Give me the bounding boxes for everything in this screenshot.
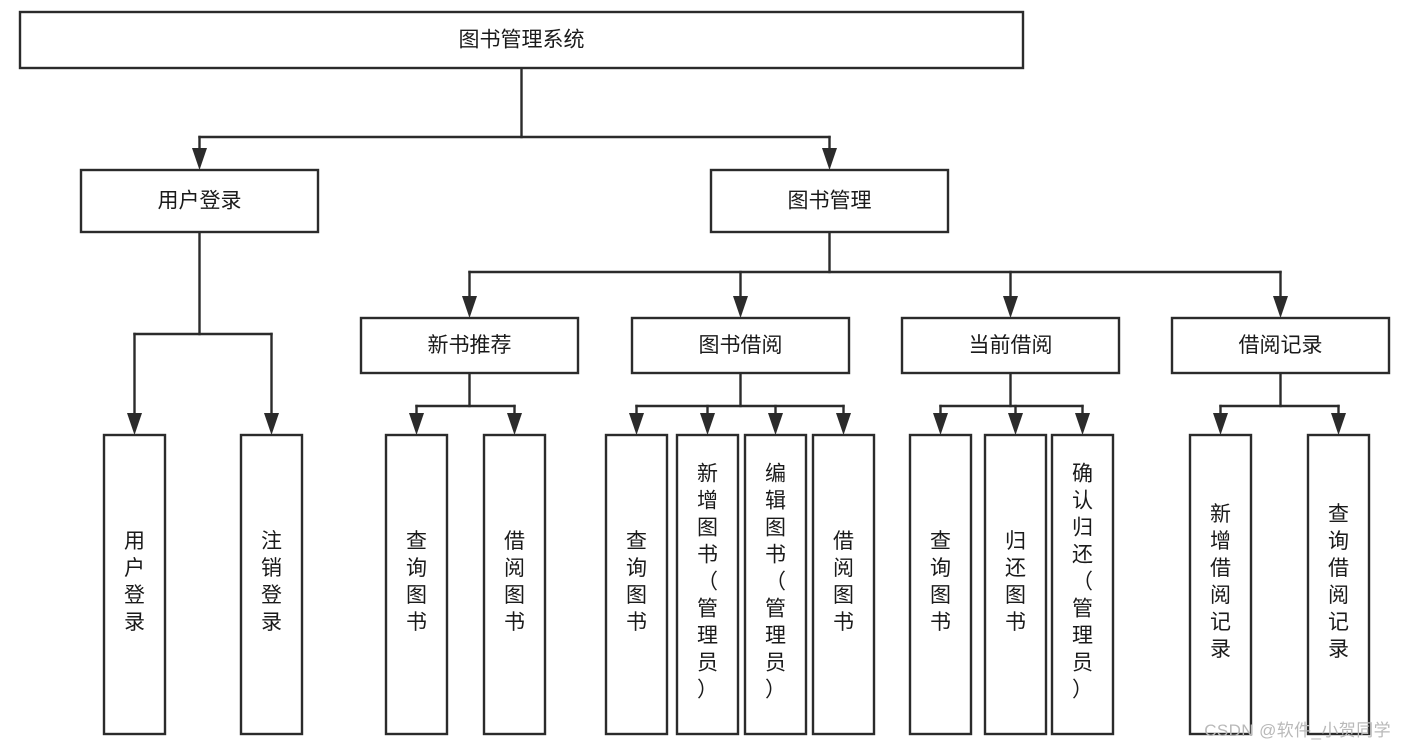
arrow-head-icon bbox=[700, 413, 715, 435]
node-label-leaf-query-record: 查询借阅记录 bbox=[1328, 503, 1349, 661]
node-box-current-borrow bbox=[900, 316, 1121, 375]
node-box-leaf-borrow-book-1 bbox=[482, 433, 547, 736]
arrow-head-icon bbox=[127, 413, 142, 435]
node-leaf-add-record[interactable]: 新增借阅记录 bbox=[1188, 433, 1253, 736]
node-box-leaf-query-record bbox=[1306, 433, 1371, 736]
nodes-layer: 图书管理系统用户登录图书管理新书推荐图书借阅当前借阅借阅记录用户登录注销登录查询… bbox=[18, 10, 1391, 736]
node-box-leaf-return-book bbox=[983, 433, 1048, 736]
connectors-layer bbox=[127, 66, 1346, 435]
arrow-head-icon bbox=[507, 413, 522, 435]
node-root[interactable]: 图书管理系统 bbox=[18, 10, 1025, 70]
node-leaf-query-book-1[interactable]: 查询图书 bbox=[384, 433, 449, 736]
node-leaf-query-book-3[interactable]: 查询图书 bbox=[908, 433, 973, 736]
node-label-current-borrow: 当前借阅 bbox=[969, 334, 1053, 357]
node-current-borrow[interactable]: 当前借阅 bbox=[900, 316, 1121, 375]
node-box-book-borrow bbox=[630, 316, 851, 375]
arrow-head-icon bbox=[1003, 296, 1018, 318]
node-leaf-query-book-2[interactable]: 查询图书 bbox=[604, 433, 669, 736]
node-label-new-book-recommend: 新书推荐 bbox=[428, 334, 512, 357]
node-leaf-edit-book[interactable]: 编辑图书（管理员） bbox=[743, 433, 808, 736]
node-box-leaf-user-login bbox=[102, 433, 167, 736]
node-label-leaf-query-book-3: 查询图书 bbox=[930, 530, 951, 634]
node-label-book-manage: 图书管理 bbox=[788, 190, 872, 213]
node-leaf-add-book[interactable]: 新增图书（管理员） bbox=[675, 433, 740, 736]
node-box-leaf-confirm-return bbox=[1050, 433, 1115, 736]
node-leaf-logout[interactable]: 注销登录 bbox=[239, 433, 304, 736]
arrow-head-icon bbox=[1008, 413, 1023, 435]
node-label-root: 图书管理系统 bbox=[459, 29, 585, 52]
arrow-head-icon bbox=[822, 148, 837, 170]
node-leaf-query-record[interactable]: 查询借阅记录 bbox=[1306, 433, 1371, 736]
node-label-leaf-query-book-2: 查询图书 bbox=[626, 530, 647, 634]
arrow-head-icon bbox=[409, 413, 424, 435]
arrow-head-icon bbox=[192, 148, 207, 170]
node-book-manage[interactable]: 图书管理 bbox=[709, 168, 950, 234]
arrow-head-icon bbox=[1331, 413, 1346, 435]
arrow-head-icon bbox=[462, 296, 477, 318]
node-label-leaf-borrow-book-2: 借阅图书 bbox=[833, 530, 854, 634]
arrow-head-icon bbox=[1213, 413, 1228, 435]
node-box-leaf-edit-book bbox=[743, 433, 808, 736]
node-box-user-login bbox=[79, 168, 320, 234]
node-box-leaf-add-record bbox=[1188, 433, 1253, 736]
arrow-head-icon bbox=[1273, 296, 1288, 318]
node-leaf-borrow-book-1[interactable]: 借阅图书 bbox=[482, 433, 547, 736]
node-label-leaf-edit-book: 编辑图书（管理员） bbox=[765, 463, 786, 702]
node-book-borrow[interactable]: 图书借阅 bbox=[630, 316, 851, 375]
node-label-user-login: 用户登录 bbox=[158, 190, 242, 213]
node-box-leaf-query-book-3 bbox=[908, 433, 973, 736]
arrow-head-icon bbox=[733, 296, 748, 318]
node-box-leaf-logout bbox=[239, 433, 304, 736]
node-label-leaf-query-book-1: 查询图书 bbox=[406, 530, 427, 634]
arrow-head-icon bbox=[768, 413, 783, 435]
node-borrow-record[interactable]: 借阅记录 bbox=[1170, 316, 1391, 375]
node-leaf-borrow-book-2[interactable]: 借阅图书 bbox=[811, 433, 876, 736]
node-leaf-user-login[interactable]: 用户登录 bbox=[102, 433, 167, 736]
node-label-leaf-add-book: 新增图书（管理员） bbox=[697, 463, 718, 702]
watermark-label: CSDN @软件_小贺同学 bbox=[1204, 721, 1391, 740]
node-box-leaf-borrow-book-2 bbox=[811, 433, 876, 736]
node-label-book-borrow: 图书借阅 bbox=[699, 334, 783, 357]
node-label-leaf-logout: 注销登录 bbox=[261, 530, 282, 634]
node-box-leaf-add-book bbox=[675, 433, 740, 736]
node-box-new-book-recommend bbox=[359, 316, 580, 375]
node-label-leaf-return-book: 归还图书 bbox=[1005, 530, 1026, 634]
node-box-leaf-query-book-1 bbox=[384, 433, 449, 736]
node-leaf-confirm-return[interactable]: 确认归还（管理员） bbox=[1050, 433, 1115, 736]
node-box-book-manage bbox=[709, 168, 950, 234]
node-label-leaf-borrow-book-1: 借阅图书 bbox=[504, 530, 525, 634]
arrow-head-icon bbox=[629, 413, 644, 435]
node-box-root bbox=[18, 10, 1025, 70]
node-user-login[interactable]: 用户登录 bbox=[79, 168, 320, 234]
arrow-head-icon bbox=[836, 413, 851, 435]
node-new-book-recommend[interactable]: 新书推荐 bbox=[359, 316, 580, 375]
arrow-head-icon bbox=[264, 413, 279, 435]
arrow-head-icon bbox=[933, 413, 948, 435]
node-label-leaf-add-record: 新增借阅记录 bbox=[1210, 503, 1231, 661]
node-box-borrow-record bbox=[1170, 316, 1391, 375]
node-label-borrow-record: 借阅记录 bbox=[1239, 334, 1323, 357]
node-box-leaf-query-book-2 bbox=[604, 433, 669, 736]
node-label-leaf-confirm-return: 确认归还（管理员） bbox=[1072, 463, 1093, 702]
arrow-head-icon bbox=[1075, 413, 1090, 435]
node-label-leaf-user-login: 用户登录 bbox=[124, 530, 145, 634]
node-leaf-return-book[interactable]: 归还图书 bbox=[983, 433, 1048, 736]
